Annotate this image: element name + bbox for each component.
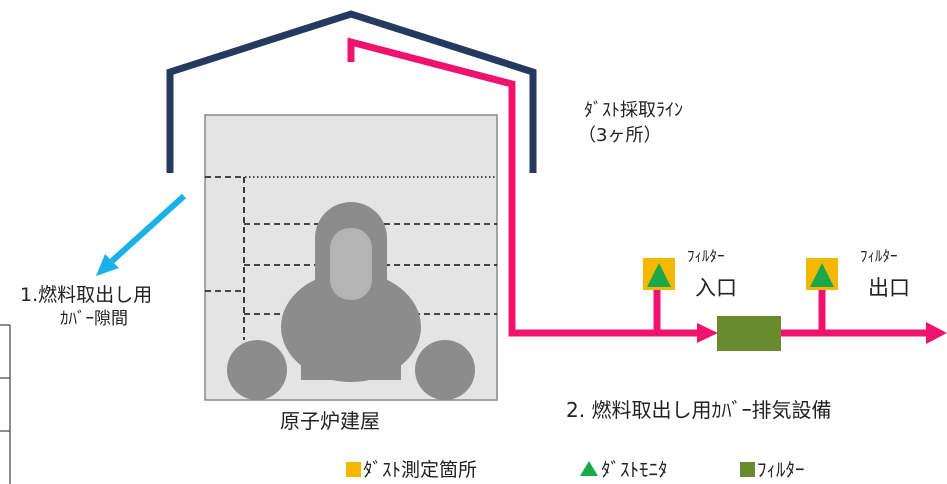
cover-gap-arrow	[96, 193, 187, 276]
filter-inlet-label-top: ﾌｨﾙﾀｰ	[687, 247, 725, 265]
legend-measure-label: ﾀﾞｽﾄ測定箇所	[363, 459, 478, 481]
reactor-vessel	[227, 202, 475, 400]
dust-line-count-label: （3ヶ所）	[578, 125, 662, 146]
legend-measure: ﾀﾞｽﾄ測定箇所	[346, 455, 477, 482]
legend-monitor: ﾀﾞｽﾄﾓﾆﾀ	[580, 455, 668, 482]
cover-gap-label-line1: 1.燃料取出し用	[20, 284, 153, 306]
legend-monitor-label: ﾀﾞｽﾄﾓﾆﾀ	[601, 459, 668, 481]
dust-line-label: ﾀﾞｽﾄ採取ﾗｲﾝ	[584, 100, 683, 121]
legend-filter-label: ﾌｨﾙﾀｰ	[757, 459, 805, 481]
outlet-monitor	[806, 258, 838, 290]
exhaust-label: 2. 燃料取出し用ｶﾊﾞｰ排気設備	[566, 398, 832, 422]
filter-unit	[717, 316, 781, 351]
exhaust-arrow-mid	[697, 323, 718, 343]
exhaust-line	[347, 37, 932, 337]
square-icon	[740, 462, 755, 477]
cover-outline	[166, 10, 537, 173]
filter-outlet-label-bottom: 出口	[868, 276, 910, 300]
table-edge	[0, 324, 11, 484]
inlet-monitor	[643, 258, 675, 290]
exhaust-arrow-end	[926, 322, 947, 344]
filter-inlet-label-bottom: 入口	[695, 276, 737, 300]
building-label: 原子炉建屋	[280, 409, 380, 433]
legend-filter: ﾌｨﾙﾀｰ	[740, 455, 805, 482]
filter-outlet-label-top: ﾌｨﾙﾀｰ	[860, 247, 898, 265]
square-icon	[346, 462, 361, 477]
triangle-icon	[580, 461, 598, 476]
cover-gap-label-line2: ｶﾊﾞｰ隙間	[60, 309, 128, 329]
